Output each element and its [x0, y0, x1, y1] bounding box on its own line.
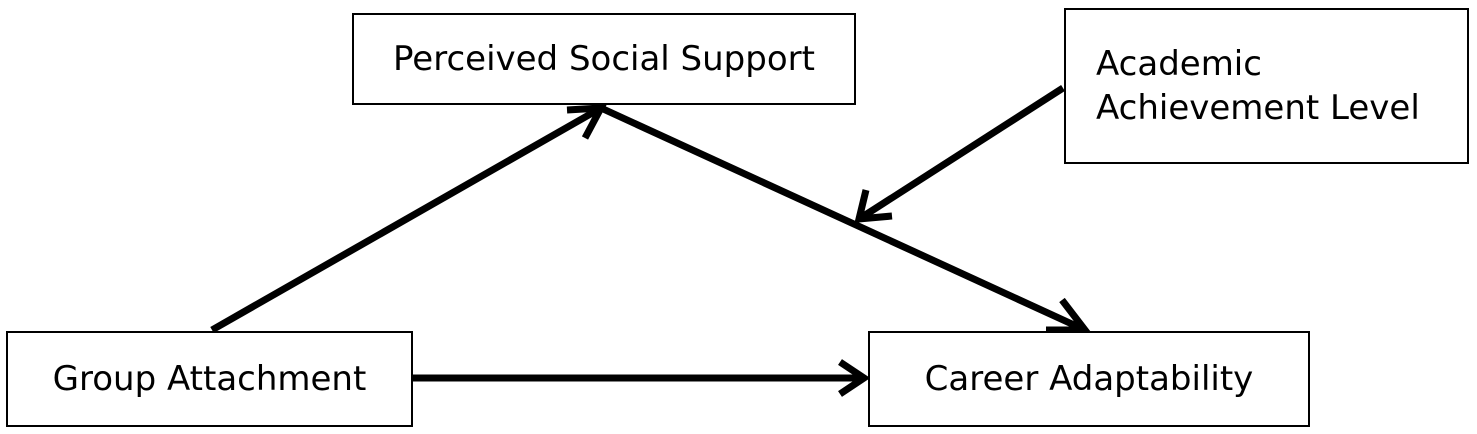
- arrowhead-aal-to-path: [854, 189, 893, 223]
- node-label-group: Academic Achievement Level: [1096, 42, 1420, 130]
- node-label: Group Attachment: [52, 358, 367, 399]
- node-label-line-2: Achievement Level: [1096, 88, 1420, 128]
- arrow-aal-to-path: [857, 85, 1065, 222]
- node-career-adaptability: Career Adaptability: [868, 331, 1310, 427]
- arrow-pss-to-ca: [599, 104, 1087, 334]
- arrowhead-pss-to-ca: [1046, 297, 1093, 334]
- node-label-line-1: Academic: [1096, 43, 1262, 84]
- arrow-ga-to-pss: [210, 104, 603, 334]
- arrowhead-ga-to-ca: [838, 359, 871, 397]
- node-label: Perceived Social Support: [393, 38, 815, 79]
- node-academic-achievement-level: Academic Achievement Level: [1064, 8, 1469, 164]
- node-label: Career Adaptability: [924, 358, 1254, 399]
- node-group-attachment: Group Attachment: [6, 331, 413, 427]
- node-perceived-social-support: Perceived Social Support: [352, 13, 856, 105]
